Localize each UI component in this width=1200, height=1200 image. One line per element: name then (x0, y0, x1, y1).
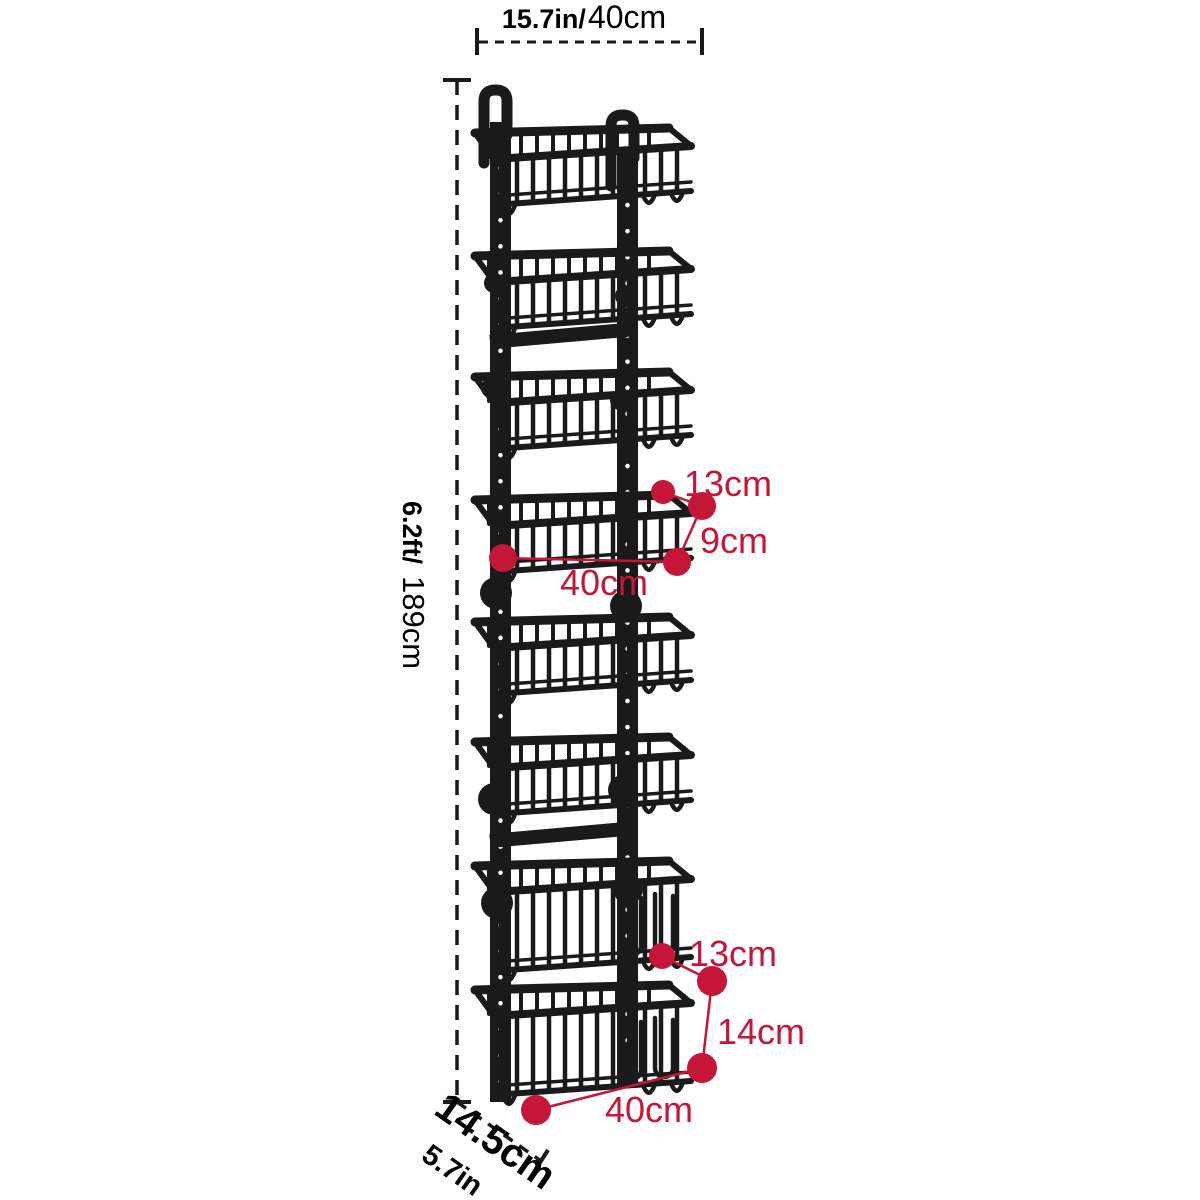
crossbars (489, 322, 638, 848)
dim-depth-dashed-line (455, 1100, 543, 1163)
door-hook-left (478, 84, 513, 169)
dim-top-width: 15.7in/40cm (475, 0, 704, 55)
door-hook-right (605, 109, 640, 192)
product-drawing (475, 84, 691, 1104)
dim-depth-tick-end (532, 1148, 550, 1174)
crossbar-upper (489, 322, 638, 349)
callout-small-dots (489, 480, 716, 576)
small-basket-depth-label: 13cm (684, 463, 772, 504)
overall-width-label: 15.7in/40cm (502, 0, 666, 35)
callout-large-basket: 13cm 14cm 40cm (521, 933, 805, 1130)
crossbar-lower (489, 821, 638, 848)
small-basket-height-label: 9cm (700, 520, 768, 561)
dim-left-height: 6.2ft/189cm (396, 78, 471, 1104)
small-basket-width-label: 40cm (560, 562, 648, 603)
callout-small-basket: 13cm 9cm 40cm (489, 463, 772, 603)
mounting-knobs (478, 273, 643, 919)
callout-large-dots (521, 943, 727, 1125)
large-basket-width-label: 40cm (605, 1089, 693, 1130)
overall-height-label: 6.2ft/189cm (396, 501, 431, 669)
large-basket-depth-label: 13cm (689, 933, 777, 974)
large-basket-height-label: 14cm (717, 1011, 805, 1052)
